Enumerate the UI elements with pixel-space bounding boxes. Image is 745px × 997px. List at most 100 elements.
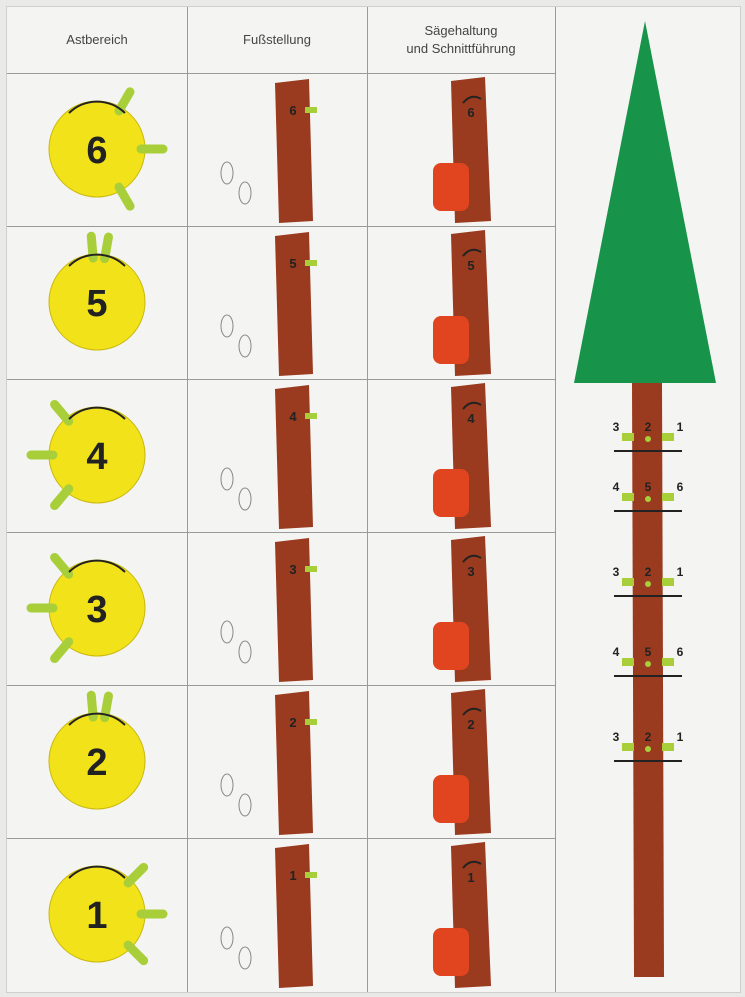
footprint-icon <box>221 774 233 796</box>
branch-stub <box>305 260 317 266</box>
astbereich-svg: 1 <box>7 838 187 991</box>
branch-stub <box>119 187 130 206</box>
header-fussstellung: Fußstellung <box>187 7 367 74</box>
saegehaltung-cell: 1 <box>367 838 555 991</box>
row-number: 4 <box>289 409 297 424</box>
instruction-table: Astbereich Fußstellung Sägehaltung und S… <box>7 7 562 992</box>
whorl-label-left: 3 <box>613 420 620 434</box>
trunk-section <box>275 844 313 988</box>
astbereich-cell: 5 <box>7 226 187 379</box>
row-number: 5 <box>467 258 474 273</box>
footprint-icon <box>239 947 251 969</box>
saegehaltung-svg: 2 <box>367 685 555 838</box>
branch-stub <box>662 743 674 751</box>
fussstellung-cell: 1 <box>187 838 367 991</box>
row-number: 2 <box>289 715 296 730</box>
branch-stub <box>622 743 634 751</box>
astbereich-cell: 3 <box>7 532 187 685</box>
row-number: 3 <box>289 562 296 577</box>
astbereich-cell: 1 <box>7 838 187 991</box>
astbereich-cell: 4 <box>7 379 187 532</box>
saegehaltung-svg: 3 <box>367 532 555 685</box>
footprint-icon <box>221 162 233 184</box>
trunk-section <box>275 385 313 529</box>
whorl-label-left: 4 <box>613 645 620 659</box>
column-divider <box>555 7 556 992</box>
fussstellung-svg: 1 <box>187 838 367 991</box>
branch-stub <box>622 433 634 441</box>
whorl-label-center: 2 <box>645 730 652 744</box>
fussstellung-cell: 3 <box>187 532 367 685</box>
header-saegehaltung: Sägehaltung und Schnittführung <box>367 7 555 74</box>
saegehaltung-svg: 1 <box>367 838 555 991</box>
branch-stub <box>305 872 317 878</box>
whorl-label-right: 6 <box>677 645 684 659</box>
row-number: 4 <box>467 411 475 426</box>
footprint-icon <box>221 315 233 337</box>
row-number: 6 <box>467 105 474 120</box>
whorl-label-left: 4 <box>613 480 620 494</box>
whorl-label-right: 1 <box>677 565 684 579</box>
tree-svg: 321456321456321 <box>562 7 740 992</box>
saegehaltung-cell: 3 <box>367 532 555 685</box>
branch-stub <box>305 719 317 725</box>
trunk-section <box>275 232 313 376</box>
chainsaw-icon <box>433 622 469 670</box>
branch-stub <box>55 557 69 574</box>
trunk-section <box>275 691 313 835</box>
row-number: 1 <box>86 895 107 937</box>
whorl-label-center: 5 <box>645 480 652 494</box>
header-astbereich-label: Astbereich <box>66 31 127 49</box>
footprint-icon <box>239 488 251 510</box>
footprint-icon <box>239 641 251 663</box>
whorl-label-right: 1 <box>677 420 684 434</box>
astbereich-cell: 2 <box>7 685 187 838</box>
footprint-icon <box>239 335 251 357</box>
chainsaw-icon <box>433 775 469 823</box>
branch-stub <box>662 658 674 666</box>
branch-stub <box>645 581 651 587</box>
whorl-label-left: 3 <box>613 730 620 744</box>
branch-stub <box>128 945 144 961</box>
footprint-icon <box>239 182 251 204</box>
whorl-label-center: 2 <box>645 420 652 434</box>
footprint-icon <box>221 927 233 949</box>
branch-stub <box>662 433 674 441</box>
astbereich-svg: 6 <box>7 73 187 226</box>
branch-stub <box>662 578 674 586</box>
header-astbereich: Astbereich <box>7 7 187 74</box>
whorl-label-center: 5 <box>645 645 652 659</box>
astbereich-svg: 2 <box>7 685 187 838</box>
saegehaltung-svg: 6 <box>367 73 555 226</box>
branch-stub <box>622 493 634 501</box>
branch-stub <box>128 867 144 883</box>
branch-stub <box>305 107 317 113</box>
fussstellung-svg: 4 <box>187 379 367 532</box>
branch-stub <box>645 436 651 442</box>
trunk-section <box>275 79 313 223</box>
chainsaw-icon <box>433 163 469 211</box>
row-number: 5 <box>86 283 107 325</box>
fussstellung-svg: 6 <box>187 73 367 226</box>
tree-trunk <box>632 383 664 977</box>
whorl-label-right: 6 <box>677 480 684 494</box>
astbereich-svg: 4 <box>7 379 187 532</box>
fussstellung-svg: 2 <box>187 685 367 838</box>
row-number: 1 <box>289 868 296 883</box>
astbereich-svg: 5 <box>7 226 187 379</box>
branch-stub <box>645 661 651 667</box>
row-number: 4 <box>86 436 107 478</box>
whorl-label-right: 1 <box>677 730 684 744</box>
branch-stub <box>55 404 69 421</box>
saegehaltung-cell: 2 <box>367 685 555 838</box>
chainsaw-icon <box>433 469 469 517</box>
branch-stub <box>305 413 317 419</box>
whorl-label-center: 2 <box>645 565 652 579</box>
branch-stub <box>645 746 651 752</box>
row-number: 3 <box>86 589 107 631</box>
fussstellung-svg: 5 <box>187 226 367 379</box>
branch-stub <box>55 489 69 506</box>
row-number: 1 <box>467 870 474 885</box>
trunk-section <box>275 538 313 682</box>
tree-crown <box>574 21 716 383</box>
